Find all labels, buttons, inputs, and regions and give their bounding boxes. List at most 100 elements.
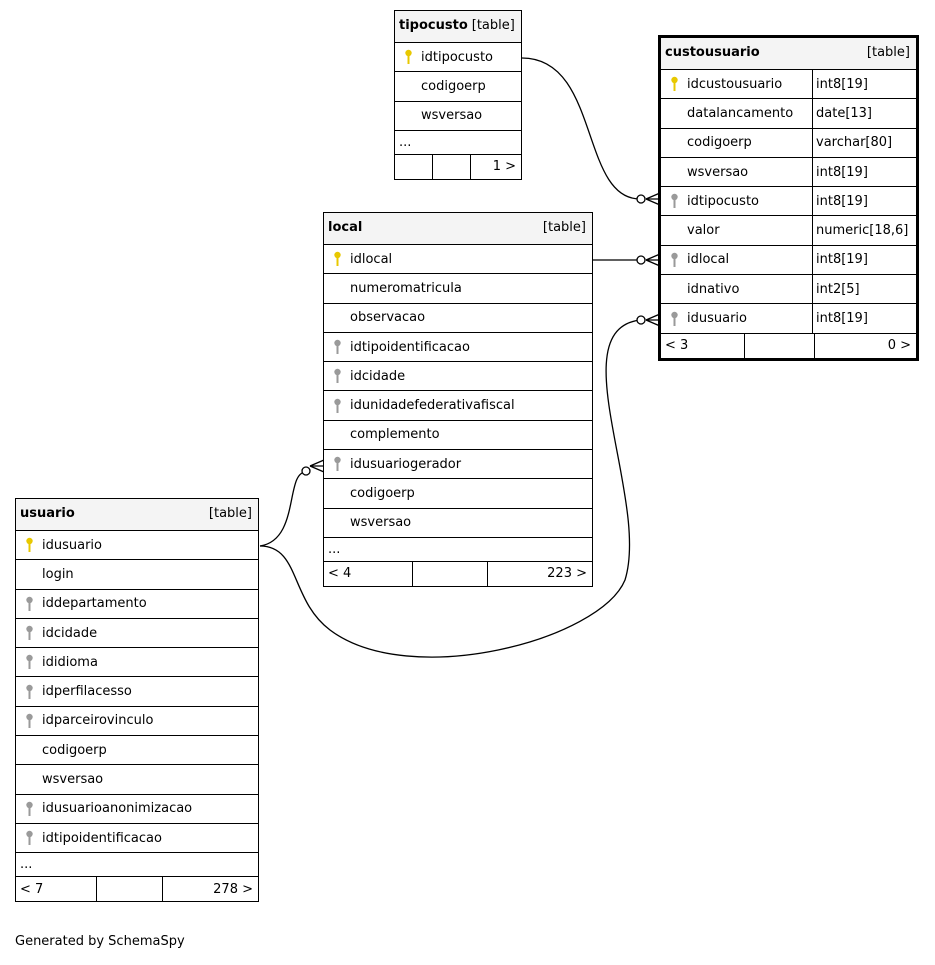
column-row[interactable]: idtipoidentificacao bbox=[16, 824, 258, 854]
column-row[interactable]: idusuarioanonimizacao bbox=[16, 795, 258, 824]
column-type: int8[19] bbox=[812, 157, 916, 187]
column-row[interactable]: idunidadefederativafiscal bbox=[324, 391, 592, 421]
column-row[interactable]: ididioma bbox=[16, 648, 258, 678]
column-row[interactable]: idcidade bbox=[324, 362, 592, 392]
edge-optional-marker bbox=[301, 466, 311, 476]
footer-children[interactable]: 1 > bbox=[492, 159, 516, 175]
column-row[interactable]: idnativo int2[5] bbox=[661, 275, 916, 305]
column-row[interactable]: iddepartamento bbox=[16, 590, 258, 619]
column-cell: idusuario bbox=[16, 531, 258, 559]
column-name: idusuario bbox=[687, 311, 747, 327]
table-header: local [table] bbox=[324, 213, 592, 245]
column-name: idtipoidentificacao bbox=[42, 830, 162, 846]
column-cell: idnativo bbox=[661, 275, 812, 303]
table-kind: [table] bbox=[471, 18, 515, 33]
column-row[interactable]: idparceirovinculo bbox=[16, 707, 258, 737]
column-cell: complemento bbox=[324, 421, 592, 449]
column-row[interactable]: wsversao bbox=[324, 509, 592, 538]
column-row[interactable]: codigoerp varchar[80] bbox=[661, 128, 916, 158]
edge-tipocusto-custousuario bbox=[521, 57, 641, 200]
footer-parents[interactable]: < 7 bbox=[16, 877, 97, 902]
column-cell: idtipocusto bbox=[661, 187, 812, 215]
column-name: idnativo bbox=[687, 281, 740, 297]
column-cell: idcidade bbox=[324, 362, 592, 390]
footer-parents[interactable]: < 4 bbox=[324, 561, 413, 586]
column-cell: idparceirovinculo bbox=[16, 707, 258, 735]
column-row[interactable]: idusuariogerador bbox=[324, 450, 592, 480]
column-name: wsversao bbox=[42, 772, 104, 788]
column-row[interactable]: wsversao bbox=[16, 765, 258, 795]
column-cell: valor bbox=[661, 216, 812, 244]
column-row[interactable]: numeromatricula bbox=[324, 274, 592, 304]
column-name: idusuario bbox=[42, 537, 102, 553]
primary-key-icon bbox=[328, 251, 346, 267]
column-cell: wsversao bbox=[395, 102, 521, 130]
column-row[interactable]: idlocal bbox=[324, 245, 592, 275]
column-row[interactable]: idtipoidentificacao bbox=[324, 333, 592, 363]
foreign-key-icon bbox=[328, 339, 346, 355]
foreign-key-icon bbox=[20, 830, 38, 846]
column-name: idcustousuario bbox=[687, 76, 783, 92]
column-row[interactable]: idtipocusto int8[19] bbox=[661, 187, 916, 217]
column-name: observacao bbox=[350, 310, 426, 326]
column-cell: idtipoidentificacao bbox=[324, 333, 592, 361]
column-type: int8[19] bbox=[812, 187, 916, 216]
column-type: int2[5] bbox=[812, 275, 916, 304]
column-cell: idlocal bbox=[661, 246, 812, 274]
foreign-key-icon bbox=[20, 713, 38, 729]
footer-middle bbox=[745, 333, 815, 358]
column-name: ididioma bbox=[42, 654, 98, 670]
table-footer: < 4 223 > bbox=[324, 561, 592, 586]
column-row[interactable]: idtipocusto bbox=[395, 43, 521, 73]
column-name: complemento bbox=[350, 427, 440, 443]
column-row[interactable]: complemento bbox=[324, 421, 592, 451]
column-row[interactable]: login bbox=[16, 560, 258, 590]
column-name: codigoerp bbox=[687, 135, 752, 151]
foreign-key-icon bbox=[665, 252, 683, 268]
column-row[interactable]: codigoerp bbox=[324, 479, 592, 509]
column-name: iddepartamento bbox=[42, 596, 147, 612]
primary-key-icon bbox=[20, 537, 38, 553]
column-name: idunidadefederativafiscal bbox=[350, 398, 515, 414]
column-cell: idlocal bbox=[324, 245, 592, 273]
column-cell: idusuariogerador bbox=[324, 450, 592, 478]
column-cell: idtipocusto bbox=[395, 43, 521, 71]
column-row[interactable]: observacao bbox=[324, 304, 592, 333]
column-name: wsversao bbox=[421, 108, 483, 124]
column-row[interactable]: idperfilacesso bbox=[16, 677, 258, 707]
column-type: date[13] bbox=[812, 99, 916, 128]
column-row[interactable]: codigoerp bbox=[16, 736, 258, 766]
footer-children[interactable]: 278 > bbox=[213, 881, 253, 897]
footer-parents[interactable]: < 3 bbox=[661, 333, 745, 358]
footer-children[interactable]: 0 > bbox=[887, 338, 911, 354]
table-name: custousuario bbox=[665, 45, 760, 60]
edge-optional-marker bbox=[636, 194, 646, 204]
column-row[interactable]: idcidade bbox=[16, 619, 258, 649]
more-columns-indicator: ... bbox=[395, 131, 521, 155]
column-row[interactable]: idusuario bbox=[16, 531, 258, 561]
column-type: varchar[80] bbox=[812, 128, 916, 157]
column-name: idperfilacesso bbox=[42, 684, 132, 700]
column-name: codigoerp bbox=[350, 486, 415, 502]
column-row[interactable]: codigoerp bbox=[395, 72, 521, 102]
edge-usuario-custousuario bbox=[259, 319, 641, 658]
column-cell: codigoerp bbox=[324, 479, 592, 507]
column-name: idtipocusto bbox=[687, 193, 759, 209]
column-row[interactable]: wsversao bbox=[395, 102, 521, 131]
footer-parents[interactable] bbox=[395, 154, 433, 179]
footer-children[interactable]: 223 > bbox=[547, 566, 587, 582]
column-cell: ididioma bbox=[16, 648, 258, 676]
column-name: idusuariogerador bbox=[350, 456, 462, 472]
foreign-key-icon bbox=[328, 368, 346, 384]
column-cell: observacao bbox=[324, 304, 592, 332]
